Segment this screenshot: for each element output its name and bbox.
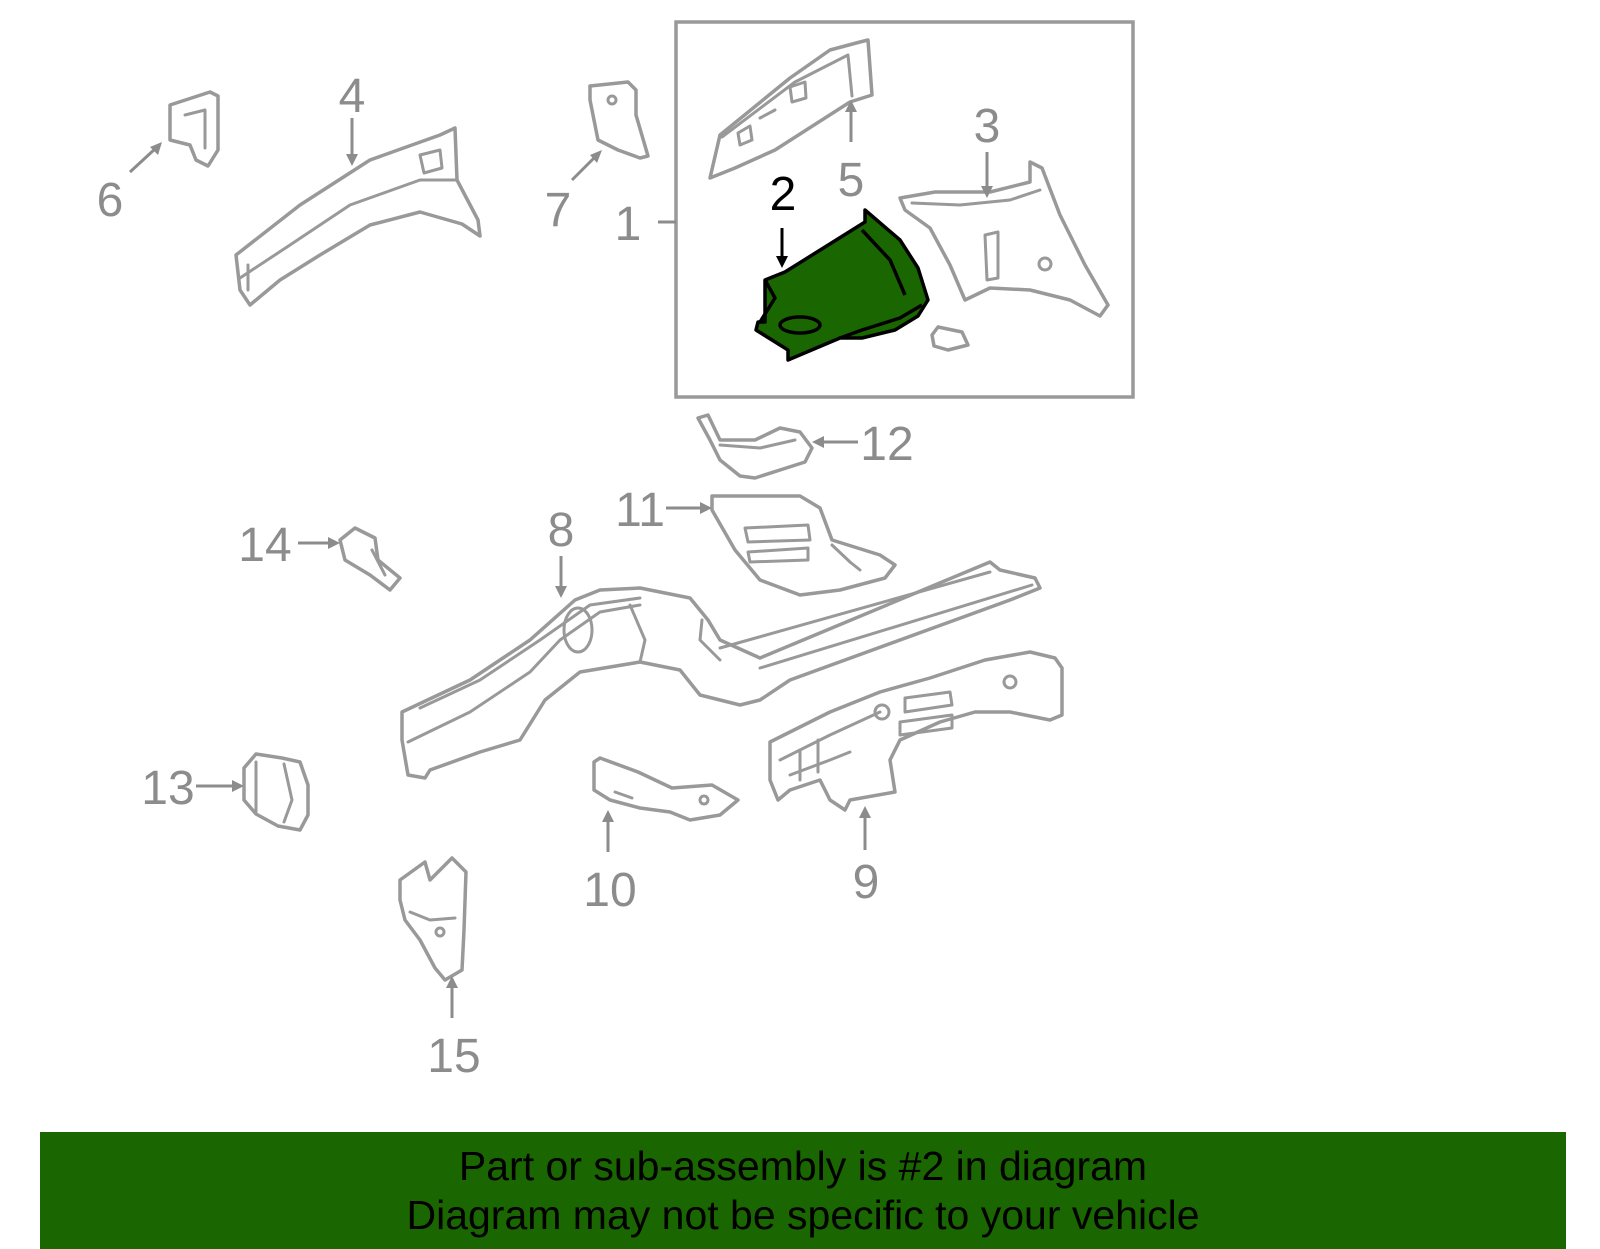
callout-6-leader: [128, 146, 158, 174]
callout-4-arrow: [346, 154, 358, 166]
banner-line-disclaimer: Diagram may not be specific to your vehi…: [406, 1192, 1200, 1238]
callout-13: 13: [141, 762, 194, 815]
callout-12: 12: [860, 418, 913, 471]
callout-1: 1: [615, 198, 642, 251]
callout-4: 4: [339, 70, 366, 123]
part-8-frame-rail[interactable]: [400, 560, 1042, 780]
callout-8: 8: [548, 504, 575, 557]
callout-15-arrow: [446, 976, 458, 988]
callout-15: 15: [427, 1030, 480, 1083]
callout-3-arrow: [981, 186, 993, 198]
part-12-bracket[interactable]: [696, 413, 814, 480]
callout-8-arrow: [555, 586, 567, 598]
part-5-rail[interactable]: [708, 38, 874, 180]
callout-5: 5: [838, 154, 865, 207]
part-7-gusset[interactable]: [588, 80, 650, 160]
callout-6: 6: [97, 174, 124, 227]
callout-7-leader: [570, 154, 598, 182]
subassembly-box: [674, 20, 1135, 399]
part-10-bracket[interactable]: [592, 756, 740, 822]
part-11-floor-panel[interactable]: [710, 494, 897, 597]
callout-6-arrow: [150, 142, 162, 155]
callout-7-arrow: [590, 150, 602, 163]
part-6-bracket[interactable]: [168, 90, 220, 168]
callout-10: 10: [583, 864, 636, 917]
part-3-wheelhouse[interactable]: [898, 160, 1110, 318]
small-bracket[interactable]: [930, 325, 970, 352]
part-2-highlighted[interactable]: [754, 208, 930, 362]
callout-2: 2: [770, 168, 797, 221]
callout-3: 3: [974, 100, 1001, 153]
callout-7: 7: [545, 184, 572, 237]
callout-14: 14: [238, 519, 291, 572]
part-4-apron[interactable]: [234, 126, 482, 307]
callout-9-arrow: [859, 806, 871, 818]
part-9-rear-rail[interactable]: [768, 650, 1064, 812]
callout-11: 11: [615, 484, 665, 537]
banner-line-part: Part or sub-assembly is #2 in diagram: [458, 1143, 1148, 1189]
callout-5-arrow: [845, 100, 857, 112]
callout-11-arrow: [700, 502, 712, 514]
part-14-clip[interactable]: [338, 526, 402, 592]
callout-13-arrow: [232, 780, 244, 792]
info-banner: Part or sub-assembly is #2 in diagram Di…: [40, 1132, 1566, 1249]
part-13-bracket[interactable]: [242, 752, 310, 832]
callout-14-arrow: [328, 537, 340, 549]
callout-12-arrow: [812, 436, 824, 448]
callout-9: 9: [853, 856, 880, 909]
callout-2-arrow: [776, 256, 788, 268]
part-15-support[interactable]: [398, 856, 468, 982]
callout-10-arrow: [602, 810, 614, 822]
